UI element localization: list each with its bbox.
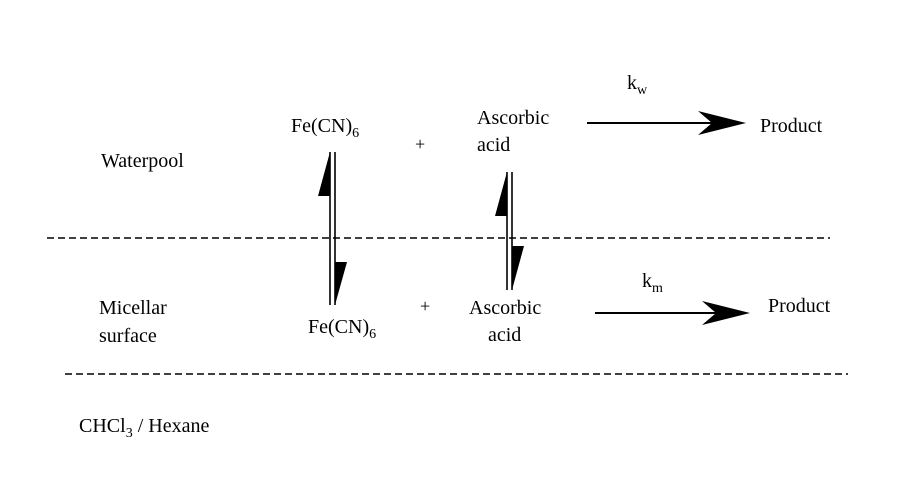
water-ascorbic-label-line2: acid bbox=[477, 134, 511, 156]
ascorbic-up-half-arrowhead bbox=[495, 172, 507, 216]
water-ferricyanide-label: Fe(CN)6 bbox=[291, 115, 360, 141]
micellar-label-line1: Micellar bbox=[99, 297, 167, 319]
micellar-label-line2: surface bbox=[99, 325, 157, 347]
ferricyanide-up-half-arrowhead bbox=[318, 152, 330, 196]
water-rate-constant: kw bbox=[627, 72, 648, 98]
micellar-plus-sign: + bbox=[420, 296, 431, 316]
ascorbic-acid-equilibrium-arrows bbox=[495, 172, 524, 290]
micellar-ascorbic-label-line1: Ascorbic bbox=[469, 297, 542, 319]
micellar-ascorbic-label-line2: acid bbox=[488, 324, 522, 346]
solvent-label: CHCl3 / Hexane bbox=[79, 415, 210, 441]
ascorbic-down-half-arrowhead bbox=[512, 246, 524, 290]
ferricyanide-down-half-arrowhead bbox=[335, 262, 347, 305]
micellar-ferricyanide-label: Fe(CN)6 bbox=[308, 316, 377, 342]
micellar-reaction-arrow bbox=[595, 301, 750, 325]
water-plus-sign: + bbox=[415, 134, 426, 154]
ferricyanide-equilibrium-arrows bbox=[318, 152, 347, 305]
waterpool-label: Waterpool bbox=[101, 150, 184, 172]
water-ascorbic-label-line1: Ascorbic bbox=[477, 107, 550, 129]
water-product-label: Product bbox=[760, 115, 823, 137]
micellar-rate-constant: km bbox=[642, 270, 663, 296]
water-reaction-arrow bbox=[587, 111, 746, 135]
micellar-product-label: Product bbox=[768, 295, 831, 317]
